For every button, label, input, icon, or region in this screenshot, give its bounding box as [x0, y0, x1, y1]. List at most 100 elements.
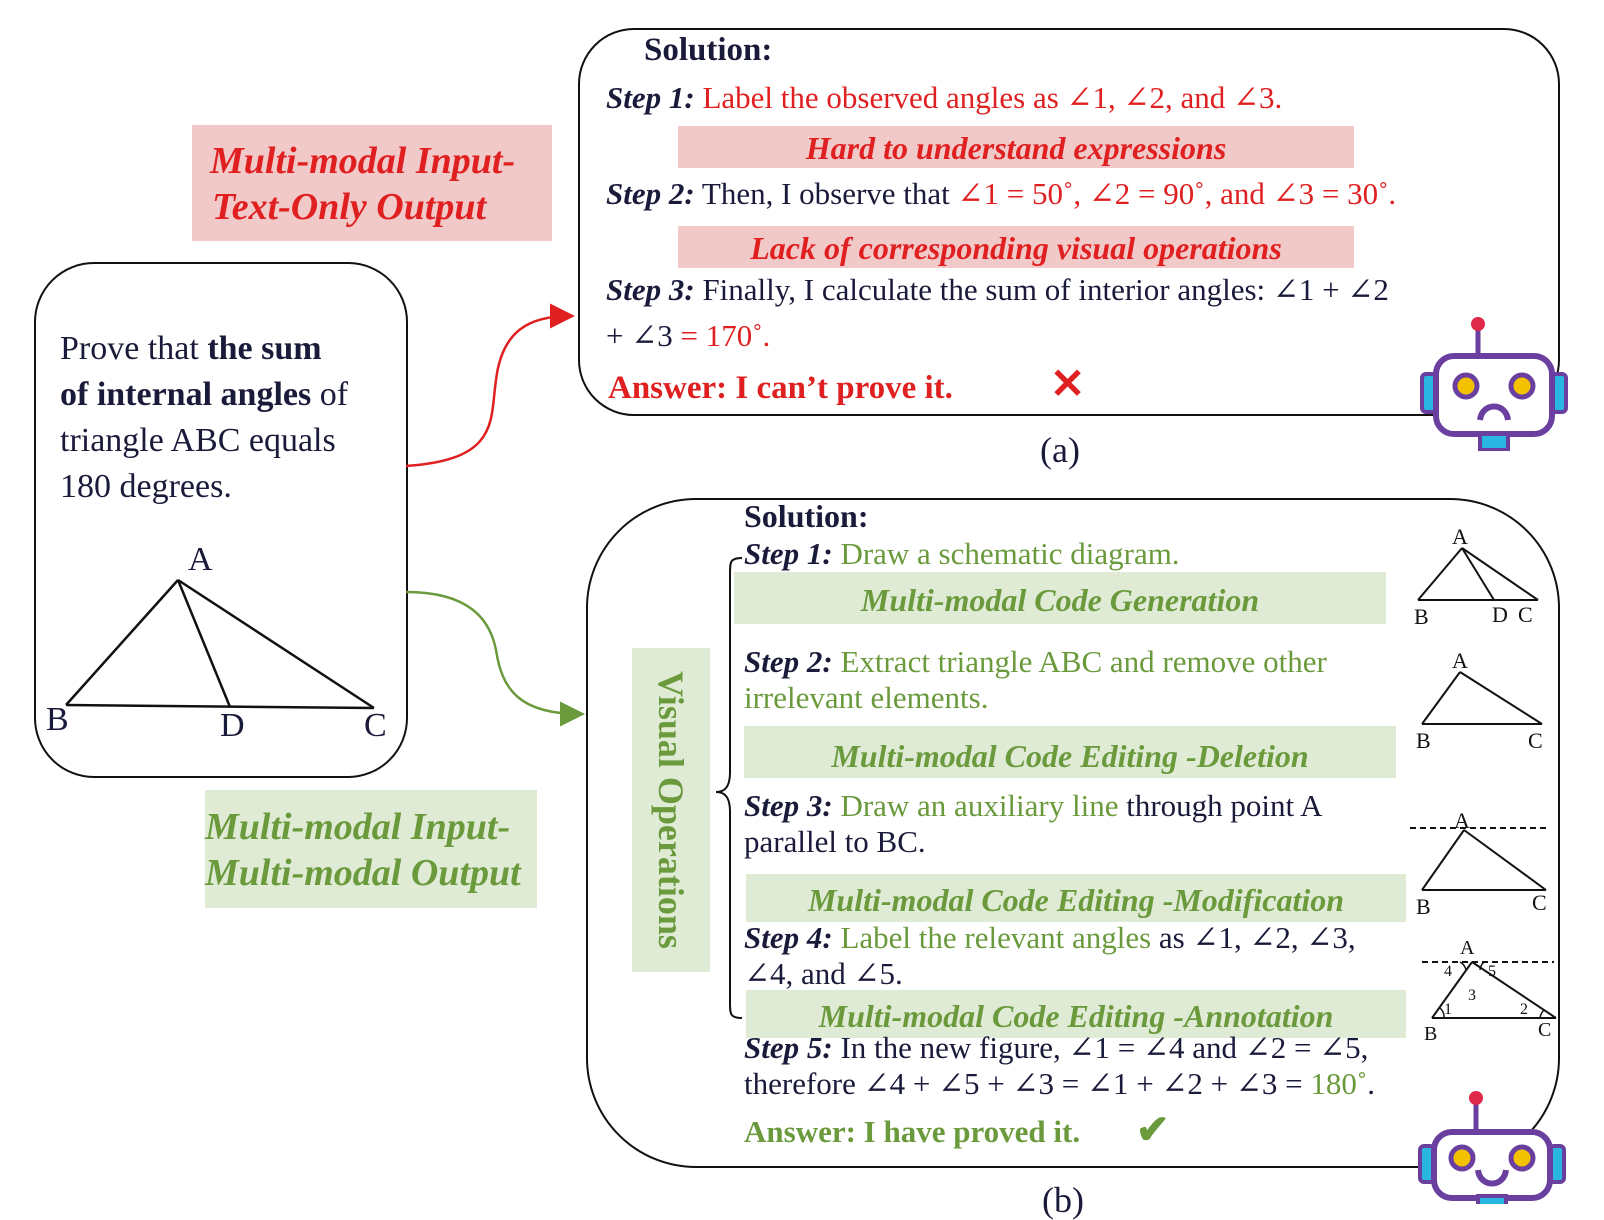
problem-line2-bold: of internal angles	[60, 376, 312, 413]
svg-text:A: A	[1452, 652, 1468, 673]
panel-b-band-code-generation	[734, 572, 1386, 624]
svg-text:B: B	[1416, 728, 1431, 752]
problem-line4: 180 degrees.	[60, 468, 232, 505]
panel-a-step3-label: Step 3:	[606, 272, 695, 307]
panel-b-answer: Answer: I have proved it.	[744, 1114, 1081, 1149]
svg-text:D: D	[1492, 602, 1508, 627]
problem-line1-bold: the sum	[207, 330, 322, 367]
panel-b-step2: Step 2: Extract triangle ABC and remove …	[744, 644, 1327, 680]
sad-robot-icon	[1420, 317, 1568, 451]
panel-a-step3-cont-b: = 170˚.	[680, 318, 771, 353]
panel-b-step5-l2c: .	[1367, 1066, 1375, 1101]
panel-b-step4: Step 4: Label the relevant angles as ∠1,…	[744, 920, 1356, 956]
cross-icon: ✕	[1050, 362, 1086, 408]
panel-a-step2-text-b: ∠1 = 50˚, ∠2 = 90˚, and ∠3 = 30˚.	[957, 176, 1397, 211]
svg-text:5: 5	[1488, 963, 1496, 980]
panel-a-heading: Solution:	[644, 32, 773, 68]
panel-a-step1: Step 1: Label the observed angles as ∠1,…	[606, 80, 1282, 116]
svg-text:C: C	[1538, 1019, 1551, 1041]
problem-triangle-figure: A B D C	[46, 541, 387, 744]
check-icon: ✔	[1136, 1107, 1170, 1152]
panel-a-band-lack-visual-ops	[678, 226, 1354, 268]
visual-operations-text: Visual Operations	[651, 671, 691, 949]
triangle-side-ab	[65, 579, 179, 706]
triangle-segment-ad	[176, 579, 232, 708]
panel-b-step1-text: Draw a schematic diagram.	[832, 536, 1180, 571]
triangle-side-bc	[65, 703, 375, 710]
panel-a-step3-cont-a: + ∠3	[606, 318, 681, 353]
panel-b-step5: Step 5: In the new figure, ∠1 = ∠4 and ∠…	[744, 1030, 1368, 1066]
mini-figure-step1: A B D C	[1414, 528, 1539, 628]
panel-a-step2-label: Step 2:	[606, 176, 695, 211]
svg-text:A: A	[1460, 937, 1475, 959]
text-only-tag-line1: Multi-modal Input-	[210, 140, 516, 182]
text-only-tag	[192, 125, 552, 241]
problem-line3: triangle ABC equals	[60, 422, 336, 459]
panel-b-step3-green: Draw an auxiliary line	[832, 788, 1119, 823]
panel-a-band1-text: Hard to understand expressions	[805, 130, 1227, 166]
svg-text:B: B	[1416, 894, 1431, 916]
panel-a-answer: Answer: I can’t prove it.	[608, 370, 953, 406]
mini-figure-step3: A B C	[1410, 808, 1548, 916]
multimodal-tag-line1: Multi-modal Input-	[205, 806, 511, 848]
panel-b-band-deletion	[744, 726, 1396, 778]
svg-text:4: 4	[1444, 963, 1452, 980]
svg-text:B: B	[1424, 1023, 1437, 1045]
vertex-label-a: A	[188, 541, 213, 578]
panel-b-caption: (b)	[1042, 1180, 1084, 1220]
panel-a-step2-text-a: Then, I observe that	[694, 176, 958, 211]
panel-b-band3-text: Multi-modal Code Editing -Modification	[807, 882, 1345, 918]
panel-a-step2: Step 2: Then, I observe that ∠1 = 50˚, ∠…	[606, 176, 1396, 212]
problem-line2-suffix: of	[311, 376, 349, 413]
panel-b-step1-label: Step 1:	[744, 536, 833, 571]
panel-b-band2-text: Multi-modal Code Editing -Deletion	[831, 738, 1309, 774]
svg-text:2: 2	[1520, 1001, 1528, 1018]
panel-b-step3-l2: parallel to BC.	[744, 824, 926, 859]
panel-b-step3-label: Step 3:	[744, 788, 833, 823]
panel-b-step1: Step 1: Draw a schematic diagram.	[744, 536, 1180, 572]
visual-operations-label	[632, 648, 710, 972]
vertex-label-b: B	[46, 701, 69, 738]
red-arrow	[405, 303, 575, 468]
panel-a-step3-text: Finally, I calculate the sum of interior…	[694, 272, 1389, 307]
problem-line1-prefix: Prove that	[60, 330, 208, 367]
green-arrow	[405, 590, 585, 727]
panel-b-step4-green: Label the relevant angles	[832, 920, 1152, 955]
visual-operations-brace	[715, 557, 743, 1019]
panel-a-band-hard-expressions	[678, 126, 1354, 168]
problem-card	[34, 262, 408, 778]
panel-b-step4-label: Step 4:	[744, 920, 833, 955]
panel-b-step2-l2: irrelevant elements.	[744, 680, 989, 715]
panel-a-step1-label: Step 1:	[606, 80, 695, 115]
panel-b-step5-l2a: therefore ∠4 + ∠5 + ∠3 = ∠1 + ∠2 + ∠3 =	[744, 1066, 1311, 1101]
svg-text:3: 3	[1468, 987, 1476, 1004]
panel-b-step2-text-l1: Extract triangle ABC and remove other	[832, 644, 1327, 679]
panel-b-step5-label: Step 5:	[744, 1030, 833, 1065]
panel-a-caption: (a)	[1040, 430, 1080, 470]
panel-b-step4-l2: ∠4, and ∠5.	[744, 956, 903, 991]
panel-b-step2-label: Step 2:	[744, 644, 833, 679]
mini-figure-step4: A 4 5 3 1 2 B C	[1422, 937, 1557, 1045]
panel-b-step5-l1: In the new figure, ∠1 = ∠4 and ∠2 = ∠5,	[832, 1030, 1369, 1065]
vertex-label-d: D	[220, 707, 245, 744]
mini-figure-step2: A B C	[1416, 652, 1543, 752]
panel-a-step3-cont: + ∠3 = 170˚.	[606, 318, 770, 354]
svg-text:1: 1	[1444, 1001, 1452, 1018]
panel-b-band-annotation	[746, 990, 1406, 1038]
svg-text:C: C	[1528, 728, 1543, 752]
svg-text:A: A	[1454, 808, 1470, 833]
multimodal-tag-line2: Multi-modal Output	[205, 852, 521, 894]
panel-a-band2-text: Lack of corresponding visual operations	[750, 230, 1282, 266]
panel-b-band-modification	[746, 874, 1406, 922]
vertex-label-c: C	[364, 707, 387, 744]
triangle-side-ac	[177, 578, 375, 710]
panel-b-step3-rest: through point A	[1118, 788, 1323, 823]
text-only-tag-line2: Text-Only Output	[212, 186, 487, 228]
happy-robot-icon	[1418, 1091, 1566, 1204]
panel-b-step3: Step 3: Draw an auxiliary line through p…	[744, 788, 1323, 824]
panel-b-step5-cont: therefore ∠4 + ∠5 + ∠3 = ∠1 + ∠2 + ∠3 = …	[744, 1066, 1375, 1102]
multimodal-tag	[205, 790, 537, 908]
panel-b-heading: Solution:	[744, 498, 869, 534]
svg-text:A: A	[1452, 528, 1468, 549]
